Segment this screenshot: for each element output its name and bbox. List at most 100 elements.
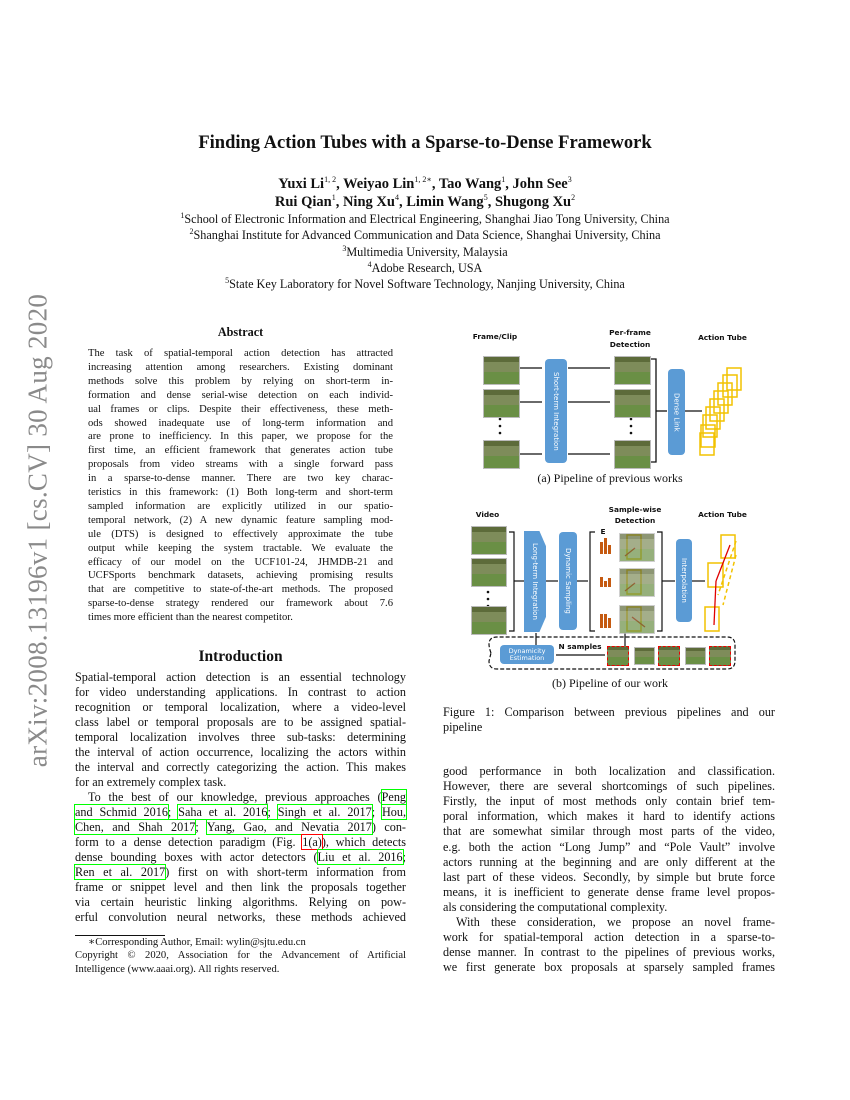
short-term-integration-block: Short-term Integration: [552, 371, 560, 451]
sample-frame: [619, 605, 655, 634]
author-affiliation-mark: 1, 2∗: [414, 175, 432, 184]
citation-link[interactable]: Singh et al. 2017: [276, 804, 373, 820]
abstract-line: ule (DTS) is designed to effectively app…: [88, 528, 393, 540]
affiliation-text: State Key Laboratory for Novel Software …: [229, 277, 625, 292]
abstract-line: increasing attention among researchers. …: [88, 361, 393, 373]
affiliation-text: Multimedia University, Malaysia: [346, 244, 508, 259]
text-segment: for video understanding applications. In…: [75, 685, 406, 699]
figure-1-caption-line-2: pipeline: [443, 720, 483, 734]
abstract-line: times more efficient than the nearest co…: [88, 612, 293, 624]
abstract-line: ods showed inadequate use of long-term i…: [88, 417, 393, 429]
introduction-line: and Schmid 2016; Saha et al. 2016; Singh…: [74, 804, 408, 820]
text-segment: erful convolution neural networks, these…: [75, 910, 406, 924]
citation-link[interactable]: Chen, and Shah 2017: [73, 819, 197, 835]
body-line: Firstly, the input of most methods only …: [443, 794, 775, 809]
detection-frame: [614, 440, 651, 469]
label-detection: Detection: [614, 516, 656, 525]
body-line: With these consideration, we propose an …: [456, 915, 775, 929]
text-segment: ;: [195, 820, 207, 834]
label-e: E: [600, 527, 606, 536]
separator: ,: [487, 193, 495, 210]
author-affiliation-mark: 5: [483, 193, 488, 202]
introduction-line: recognition or temporal localization, wh…: [75, 700, 406, 715]
text-segment: dense bounding boxes with actor detector…: [75, 850, 318, 864]
abstract-line: first time, an efficient framework that …: [88, 445, 393, 457]
author-affiliation-mark: 3: [567, 175, 572, 184]
abstract-line: formation and dense serial-wise detectio…: [88, 389, 393, 401]
citation-link[interactable]: Saha et al. 2016: [177, 804, 269, 820]
authors-line-2: Rui Qian1, Ning Xu4, Limin Wang5, Shugon…: [0, 193, 850, 211]
author-name: Weiyao Lin: [343, 175, 415, 192]
dynamicity-bars: [600, 538, 611, 628]
arxiv-identifier[interactable]: arXiv:2008.13196v1 [cs.CV] 30 Aug 2020: [22, 293, 53, 768]
introduction-line: via certain heuristic linking algorithms…: [75, 895, 406, 910]
affiliation: 3Multimedia University, Malaysia: [0, 244, 850, 260]
dynamic-sampling-block: Dynamic Sampling: [564, 548, 572, 614]
affiliation-text: School of Electronic Information and Ele…: [184, 212, 670, 227]
text-segment: To the best of our knowledge, previous a…: [88, 790, 382, 804]
sample-frame: [685, 647, 706, 665]
abstract-line: ual frames or clips. Despite their effec…: [88, 403, 393, 415]
citation-link[interactable]: Yang, Gao, and Nevatia 2017: [205, 819, 373, 835]
text-segment: ;: [402, 850, 406, 864]
body-line: actors running at the beginning and are …: [443, 854, 775, 869]
body-line: However, there are several shortcomings …: [443, 779, 775, 794]
citation-link[interactable]: Liu et al. 2016: [316, 849, 404, 865]
affiliation: 4Adobe Research, USA: [0, 260, 850, 276]
affiliation: 5State Key Laboratory for Novel Software…: [0, 276, 850, 292]
abstract-line: output while keeping the system tractabl…: [88, 542, 393, 554]
text-segment: ;: [267, 805, 278, 819]
video-frame: [483, 440, 520, 469]
footnote-copyright-2: Intelligence (www.aaai.org). All rights …: [75, 964, 280, 975]
footnote-rule: [75, 935, 165, 936]
selected-sample-frame: [607, 646, 629, 666]
author-name: Ning Xu: [342, 193, 395, 210]
citation-link[interactable]: and Schmid 2016: [74, 804, 169, 820]
abstract-line: that are competitive to state-of-the-art…: [88, 584, 393, 596]
text-segment: Spatial-temporal action detection is an …: [75, 670, 406, 684]
body-line: last part of these videos. Secondly, by …: [443, 869, 775, 884]
abstract-line: are prone to inefficiency. In this paper…: [88, 431, 393, 443]
label-sample-wise: Sample-wise: [608, 505, 662, 514]
text-segment: ) first on with short-term information f…: [165, 865, 406, 879]
text-segment: class label or temporal proposals are to…: [75, 715, 406, 729]
author-name: Shugong Xu: [494, 193, 572, 210]
citation-link[interactable]: Ren et al. 2017: [73, 864, 167, 880]
affiliation-mark: 4: [367, 259, 372, 269]
detection-frame: [614, 389, 651, 418]
introduction-line: dense bounding boxes with actor detector…: [75, 849, 406, 865]
abstract-line: methods solve this problem by relying on…: [88, 375, 393, 387]
affiliation: 2Shanghai Institute for Advanced Communi…: [0, 227, 850, 243]
sample-frame: [634, 647, 655, 665]
abstract-line: sparse-to-dense strategy rendered our fr…: [88, 598, 393, 610]
citation-link[interactable]: 1(a): [301, 834, 323, 850]
abstract-line: proposals from video streams with a sing…: [88, 459, 393, 471]
body-line: we first generate box proposals at spars…: [443, 960, 775, 975]
citation-link[interactable]: Hou,: [380, 804, 408, 820]
introduction-line: temporal localization involves three sub…: [75, 730, 406, 745]
text-segment: form to a dense detection paradigm (Fig.: [75, 835, 303, 849]
label-video: Video: [475, 510, 500, 519]
text-segment: ;: [371, 805, 382, 819]
authors-line-1: Yuxi Li1, 2, Weiyao Lin1, 2∗, Tao Wang1,…: [0, 175, 850, 193]
introduction-line: frame or snippet level and then link the…: [75, 880, 406, 895]
selected-sample-frame: [658, 646, 680, 666]
interpolation-block: Interpolation: [680, 558, 688, 603]
label-action-tube: Action Tube: [698, 510, 747, 519]
body-line: dense manner. In contrast to the pipelin…: [443, 945, 775, 960]
abstract-line: temporal network, (2) A new dynamic feat…: [88, 514, 393, 526]
introduction-heading: Introduction: [198, 648, 283, 665]
abstract-line: in a sparse-to-dense manner. There are t…: [88, 473, 393, 485]
detection-frame: [614, 356, 651, 385]
author-name: Limin Wang: [406, 193, 484, 210]
author-name: Tao Wang: [438, 175, 502, 192]
body-line: poral information, which makes it hard t…: [443, 809, 775, 824]
dense-link-block: Dense Link: [672, 392, 681, 432]
sample-frame: [619, 533, 655, 562]
paper-title: Finding Action Tubes with a Sparse-to-De…: [198, 133, 652, 153]
body-line: als considering the computational comple…: [443, 899, 668, 914]
selected-sample-frame: [709, 646, 731, 666]
citation-link[interactable]: Peng: [380, 789, 408, 805]
abstract-line: teristics in this framework: (1) Both lo…: [88, 487, 393, 498]
